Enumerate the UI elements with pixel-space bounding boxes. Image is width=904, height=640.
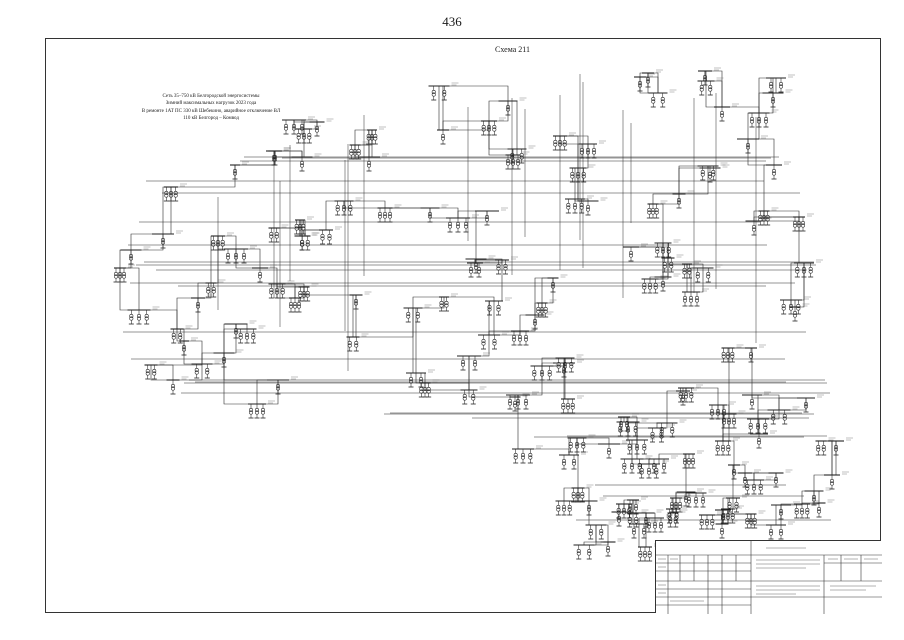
description-line-2: Зимний максимальных нагрузок 2023 года xyxy=(165,101,257,107)
substations xyxy=(113,67,853,562)
description-line-3: В ремонте 1АТ ПС 330 кВ Шебекино, аварий… xyxy=(141,108,281,114)
title-block xyxy=(655,540,882,614)
diagram-description: Сеть 35–750 кВ Белгородской энергосистем… xyxy=(116,93,306,123)
drawing-frame xyxy=(45,38,881,613)
transmission-lines xyxy=(119,70,837,548)
title-block-grid xyxy=(656,541,882,614)
page-number: 436 xyxy=(442,14,462,29)
description-line-1: Сеть 35–750 кВ Белгородской энергосистем… xyxy=(162,94,260,99)
scheme-title: Схема 211 xyxy=(495,45,530,54)
description-line-4: 110 кВ Белгород – Комвод xyxy=(183,116,239,122)
